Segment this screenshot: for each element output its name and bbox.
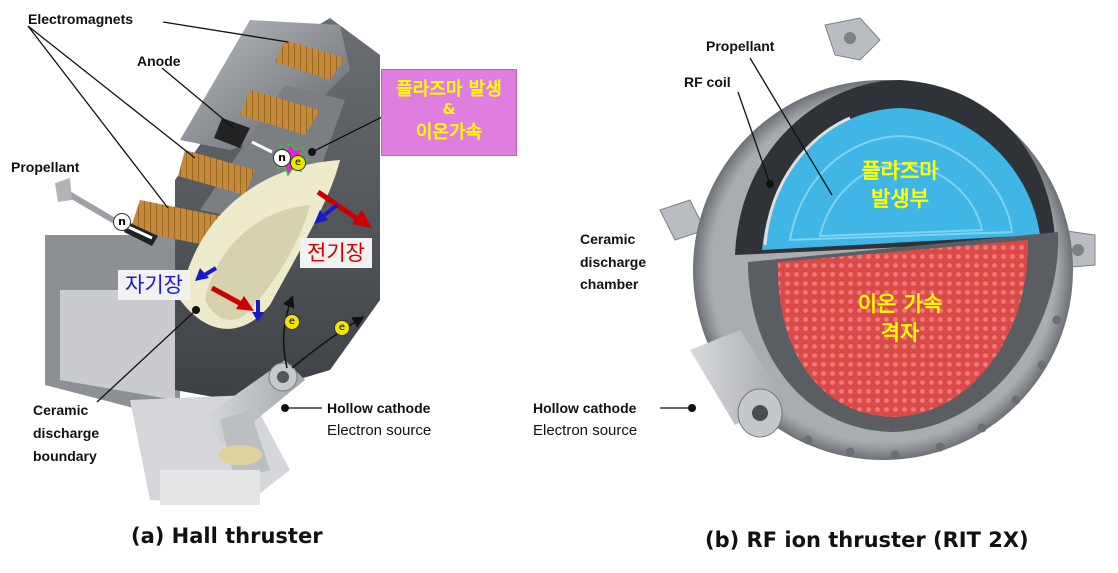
label-ceramic-3: boundary [33, 448, 97, 464]
ion-acceleration-grid [777, 240, 1029, 417]
electromagnet-coil [275, 40, 345, 80]
caption-hall-thruster: (a) Hall thruster [131, 524, 323, 548]
label-electron-source: Electron source [533, 422, 638, 439]
electron-path [291, 316, 365, 369]
plasma-region-label-2: 발생부 [871, 187, 929, 211]
electromagnet-coil [178, 150, 255, 195]
label-ceramic-1: Ceramic [33, 402, 89, 418]
leader-line [161, 67, 235, 129]
label-ceramic-1: Ceramic [580, 231, 636, 247]
callout-line-2: 이온가속 [415, 122, 483, 143]
electron-marker: e [284, 314, 300, 330]
callout-ampersand: & [442, 100, 456, 118]
electromagnet-coil [240, 90, 320, 135]
electric-field-arrow [316, 189, 364, 225]
label-ceramic-2: discharge [33, 425, 100, 441]
neutral-particle-marker: n [113, 213, 131, 231]
rf-ion-thruster-illustration [659, 17, 1096, 460]
electron-marker: e [334, 320, 350, 336]
electric-field-label: 전기장 [300, 238, 372, 268]
label-hollow-cathode: Hollow cathode [533, 400, 637, 416]
label-rf-coil: RF coil [684, 74, 731, 90]
label-ceramic-2: discharge [580, 254, 647, 270]
label-electron-source: Electron source [327, 422, 432, 439]
label-electromagnets: Electromagnets [28, 11, 134, 27]
leader-line [737, 91, 771, 185]
magnetic-field-arrow [320, 203, 339, 219]
magnetic-field-label: 자기장 [118, 270, 190, 300]
leader-line [96, 309, 197, 403]
leader-line [27, 25, 169, 209]
plasma-region [762, 108, 1040, 250]
callout-line-1: 플라즈마 발생 [396, 79, 502, 100]
hall-thruster-illustration [27, 18, 385, 505]
label-ceramic-3: chamber [580, 276, 639, 292]
caption-rf-ion-thruster: (b) RF ion thruster (RIT 2X) [705, 528, 1029, 552]
anode-block [214, 118, 250, 148]
leader-line [311, 115, 385, 153]
leader-line [27, 25, 196, 159]
plasma-region-label-1: 플라즈마 [861, 159, 939, 183]
leader-line [162, 21, 289, 43]
grid-label-2: 격자 [880, 321, 920, 345]
grid-label-1: 이온 가속 [857, 292, 943, 316]
label-propellant: Propellant [706, 38, 775, 54]
neutral-particle-marker: n [273, 149, 291, 167]
electron-path [282, 295, 295, 369]
label-anode: Anode [137, 53, 181, 69]
label-propellant: Propellant [11, 159, 80, 175]
electric-field-arrow [210, 285, 247, 309]
plasma-generation-callout: 플라즈마 발생 & 이온가속 [381, 69, 517, 156]
label-hollow-cathode: Hollow cathode [327, 400, 431, 416]
electron-marker: e [290, 155, 306, 171]
rf-coil [763, 116, 851, 246]
leader-line [749, 57, 833, 196]
